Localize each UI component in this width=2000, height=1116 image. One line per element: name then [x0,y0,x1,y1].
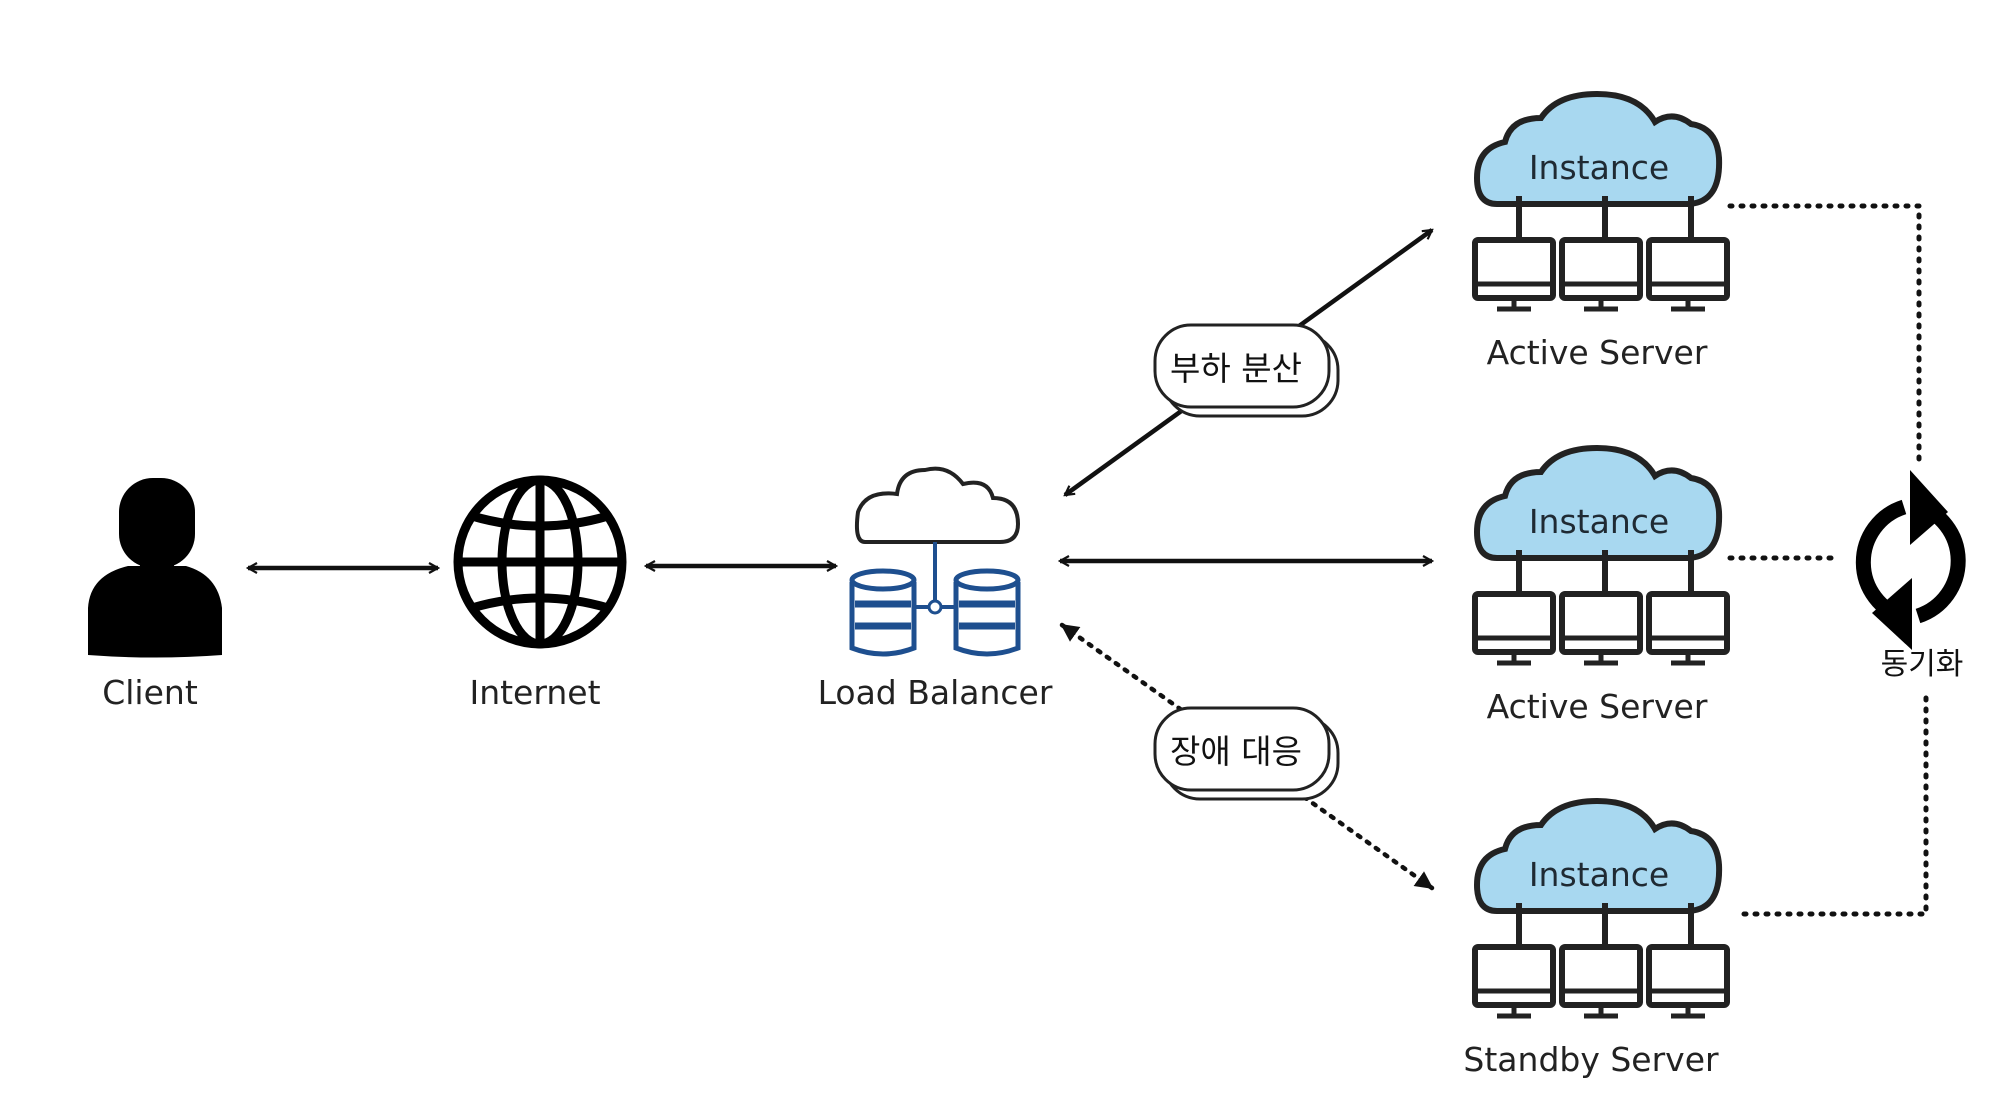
server-label: Active Server [1487,333,1708,372]
load-balancer-icon [849,466,1021,657]
failover-label: 장애 대응 [1170,732,1302,771]
active-server-2: Instance Active Server [1473,444,1727,726]
failover-callout: 장애 대응 [1153,706,1340,801]
server-label: Active Server [1487,687,1708,726]
standby-server: Instance Standby Server [1463,797,1727,1079]
active-server-1: Instance Active Server [1473,90,1727,372]
instance-label: Instance [1529,855,1669,894]
server-label: Standby Server [1463,1040,1719,1079]
instance-label: Instance [1529,148,1669,187]
sync-icon [1855,470,1966,650]
sync-label: 동기화 [1881,647,1964,682]
cloud-icon [1473,90,1723,207]
person-icon [88,478,222,658]
instance-label: Instance [1529,502,1669,541]
cloud-icon [1473,444,1723,561]
monitors-icon [1475,550,1727,663]
load-balancing-label: 부하 분산 [1170,349,1302,388]
monitors-icon [1475,196,1727,309]
load-balancer-node: Load Balancer [818,466,1053,712]
lb-standby-arrow [1059,622,1435,891]
internet-label: Internet [469,673,600,712]
globe-icon [453,475,627,649]
client-label: Client [102,673,198,712]
load-balancer-label: Load Balancer [818,673,1053,712]
load-balancing-callout: 부하 분산 [1153,323,1340,418]
sync-connectors [1727,203,1929,917]
client-node: Client [88,478,222,712]
sync-node: 동기화 [1855,470,1966,682]
cloud-icon [1473,797,1723,914]
internet-node: Internet [453,475,627,712]
monitors-icon [1475,903,1727,1016]
